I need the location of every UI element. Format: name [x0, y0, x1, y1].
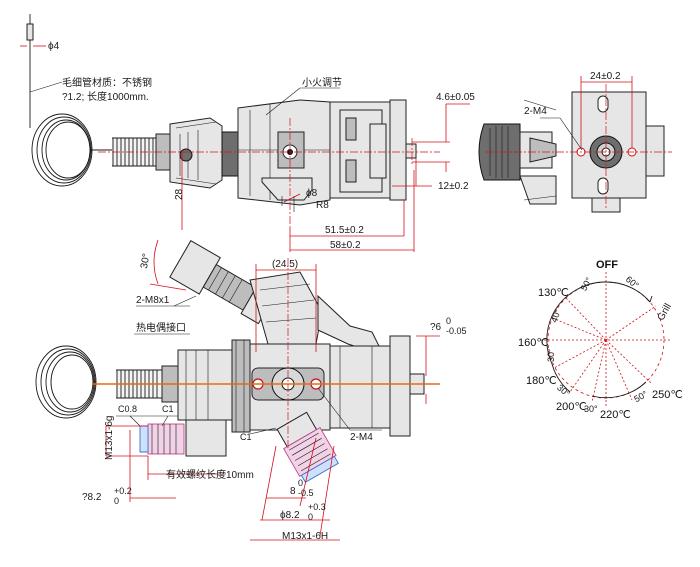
dim-phi6-tol-up: 0: [446, 316, 451, 326]
dim-8-tol-low: -0.5: [298, 488, 314, 498]
thermostat-body-top: [169, 117, 223, 189]
dim-phi6: ?6: [430, 322, 442, 333]
front-view: 30° 2-M8x1 热电偶接口 (24.5) ?6 0 -0.05 2-M4 …: [35, 239, 467, 542]
temperature-dial: OFF Grill 130℃ 160℃ 180℃ 200℃ 220℃ 250℃ …: [518, 259, 683, 421]
dim-c1-right: C1: [240, 432, 252, 442]
flange-front: [231, 339, 251, 433]
thermocouple-port-label: 热电偶接口: [136, 321, 186, 334]
dial-angle-30-a: 30°: [546, 348, 556, 362]
probe-bulb: [26, 23, 34, 41]
dial-angle-50-b: 50°: [632, 389, 649, 405]
dial-angle-60: 60°: [624, 274, 641, 291]
dim-4-6: 4.6±0.05: [436, 92, 475, 103]
dial-220: 220℃: [600, 409, 631, 421]
dim-phi8-2-right-tol-up: +0.3: [308, 502, 326, 512]
small-fire-adjust-label: 小火调节: [302, 77, 342, 89]
front-end-plate: [389, 335, 411, 437]
capillary-length-note: ?1.2; 长度1000mm.: [62, 90, 149, 103]
dim-c0-8: C0.8: [118, 404, 137, 414]
dim-8-tol-up: 0: [298, 478, 303, 488]
dial-angle-30-c: 30°: [584, 404, 598, 414]
dim-phi6-tol-low: -0.05: [446, 326, 467, 336]
m13-outlet-right: [276, 411, 339, 483]
dial-angle-30-b: 30°: [555, 382, 572, 399]
dim-28: 28: [174, 188, 185, 200]
dim-m13-left: M13x1-6g: [104, 416, 115, 460]
capillary-coil-top: [31, 113, 112, 187]
dial-off: OFF: [596, 259, 618, 271]
dim-phi8-2-right-tol-low: 0: [308, 512, 313, 522]
dim-phi8-2-right: ϕ8.2: [280, 510, 300, 521]
dial-200: 200℃: [556, 401, 587, 413]
side-dim-2m4: 2-M4: [524, 106, 547, 117]
dim-r8: R8: [316, 200, 329, 211]
side-dim-24: 24±0.2: [590, 71, 621, 82]
dim-phi8-2-left-tol-low: 0: [114, 496, 119, 506]
dial-angle-40: 40°: [549, 307, 563, 324]
dim-51-5: 51.5±0.2: [325, 225, 364, 236]
dial-180: 180℃: [526, 375, 557, 387]
clamp-top: [221, 131, 239, 177]
top-view: ϕ4 毛细管材质：不锈钢 ?1.2; 长度1000mm.: [20, 14, 475, 252]
dim-phi8-2-left-tol-up: +0.2: [114, 486, 132, 496]
capillary-material-note: 毛细管材质：不锈钢: [62, 76, 152, 89]
end-plate-top: [389, 99, 407, 201]
dial-250: 250℃: [652, 389, 683, 401]
dim-phi8-2-left: ?8.2: [82, 492, 102, 503]
dim-58: 58±0.2: [330, 240, 361, 251]
dim-12: 12±0.2: [438, 181, 469, 192]
m13-fitting-left: [147, 423, 185, 455]
front-dim-2m4: 2-M4: [350, 432, 373, 443]
dim-m13-right: M13x1-6H: [282, 531, 328, 542]
dim-phi8: ϕ8: [306, 188, 318, 199]
dim-c1-left: C1: [162, 404, 174, 414]
stem-top: [405, 143, 417, 159]
side-block-ear: [645, 125, 665, 177]
dim-30-deg: 30°: [139, 253, 152, 270]
dim-24-5: (24.5): [272, 259, 298, 270]
dim-8-outlet: 8: [290, 486, 296, 497]
dial-angle-50: 50°: [579, 275, 595, 292]
capillary-diameter-label: ϕ4: [48, 41, 60, 52]
effective-thread-note: 有效螺纹长度10mm: [166, 468, 254, 481]
dial-160: 160℃: [518, 337, 549, 349]
dial-130: 130℃: [538, 287, 569, 299]
dial-grill: Grill: [656, 302, 674, 323]
side-view: 24±0.2 2-M4: [478, 71, 672, 213]
dim-2m8x1: 2-M8x1: [136, 295, 170, 306]
capillary-coil-front: [35, 345, 116, 419]
